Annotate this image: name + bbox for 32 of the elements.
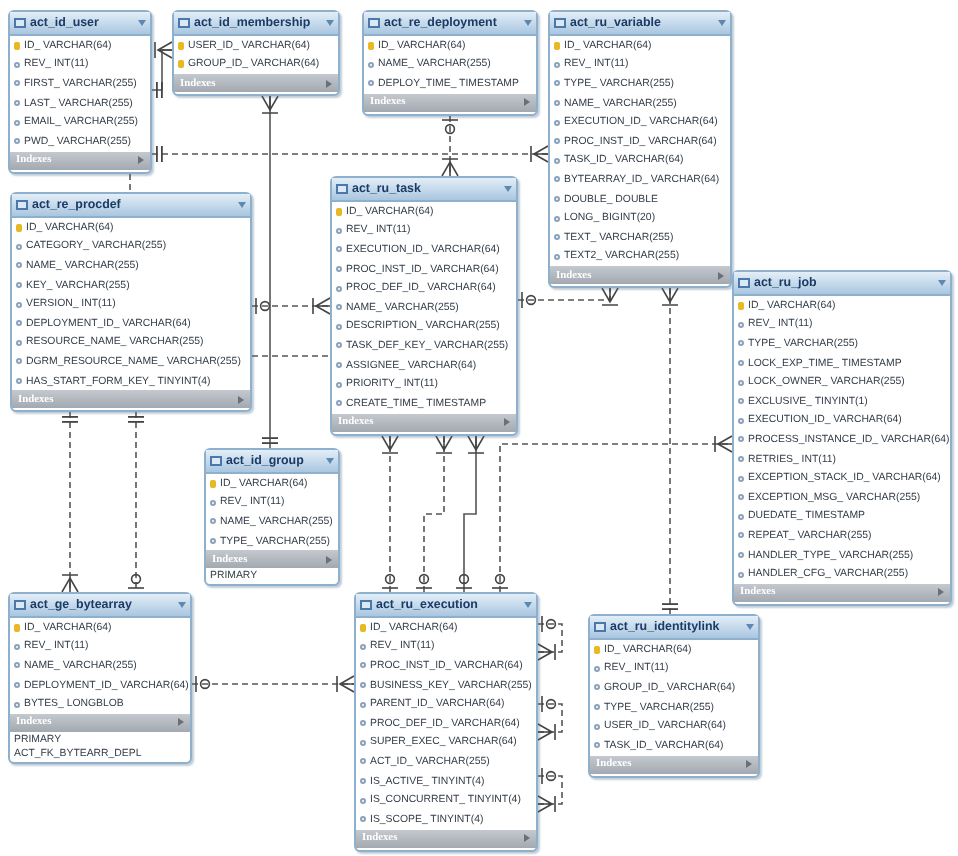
table-card [548,10,732,289]
table-card [354,592,538,852]
table-card [588,614,760,778]
relationship-line [129,173,131,193]
table-card [172,10,340,97]
relationship-line [537,695,563,741]
table-card [8,592,192,764]
relationship-line [661,287,679,615]
relationship-line [61,411,79,593]
table-card [10,192,252,413]
relationship-line [381,435,399,593]
relationship-line [261,95,279,449]
table-card [8,10,152,174]
relationship-line [191,675,355,693]
table-card [732,270,952,606]
relationship-line [441,115,459,177]
relationship-line [517,287,619,309]
relationship-line [415,435,453,593]
relationship-line [537,615,563,661]
relationship-line [251,355,331,357]
table-card [330,176,518,436]
indexes-section [10,713,190,762]
relationship-line [151,41,173,98]
table-card [204,448,340,587]
relationship-line [151,145,549,163]
relationship-line [127,411,145,593]
table-card [362,10,538,116]
relationship-line [537,767,563,813]
relationship-line [251,297,331,315]
relationship-line [491,435,733,593]
indexes-section [206,550,338,585]
relationship-line [455,435,485,593]
